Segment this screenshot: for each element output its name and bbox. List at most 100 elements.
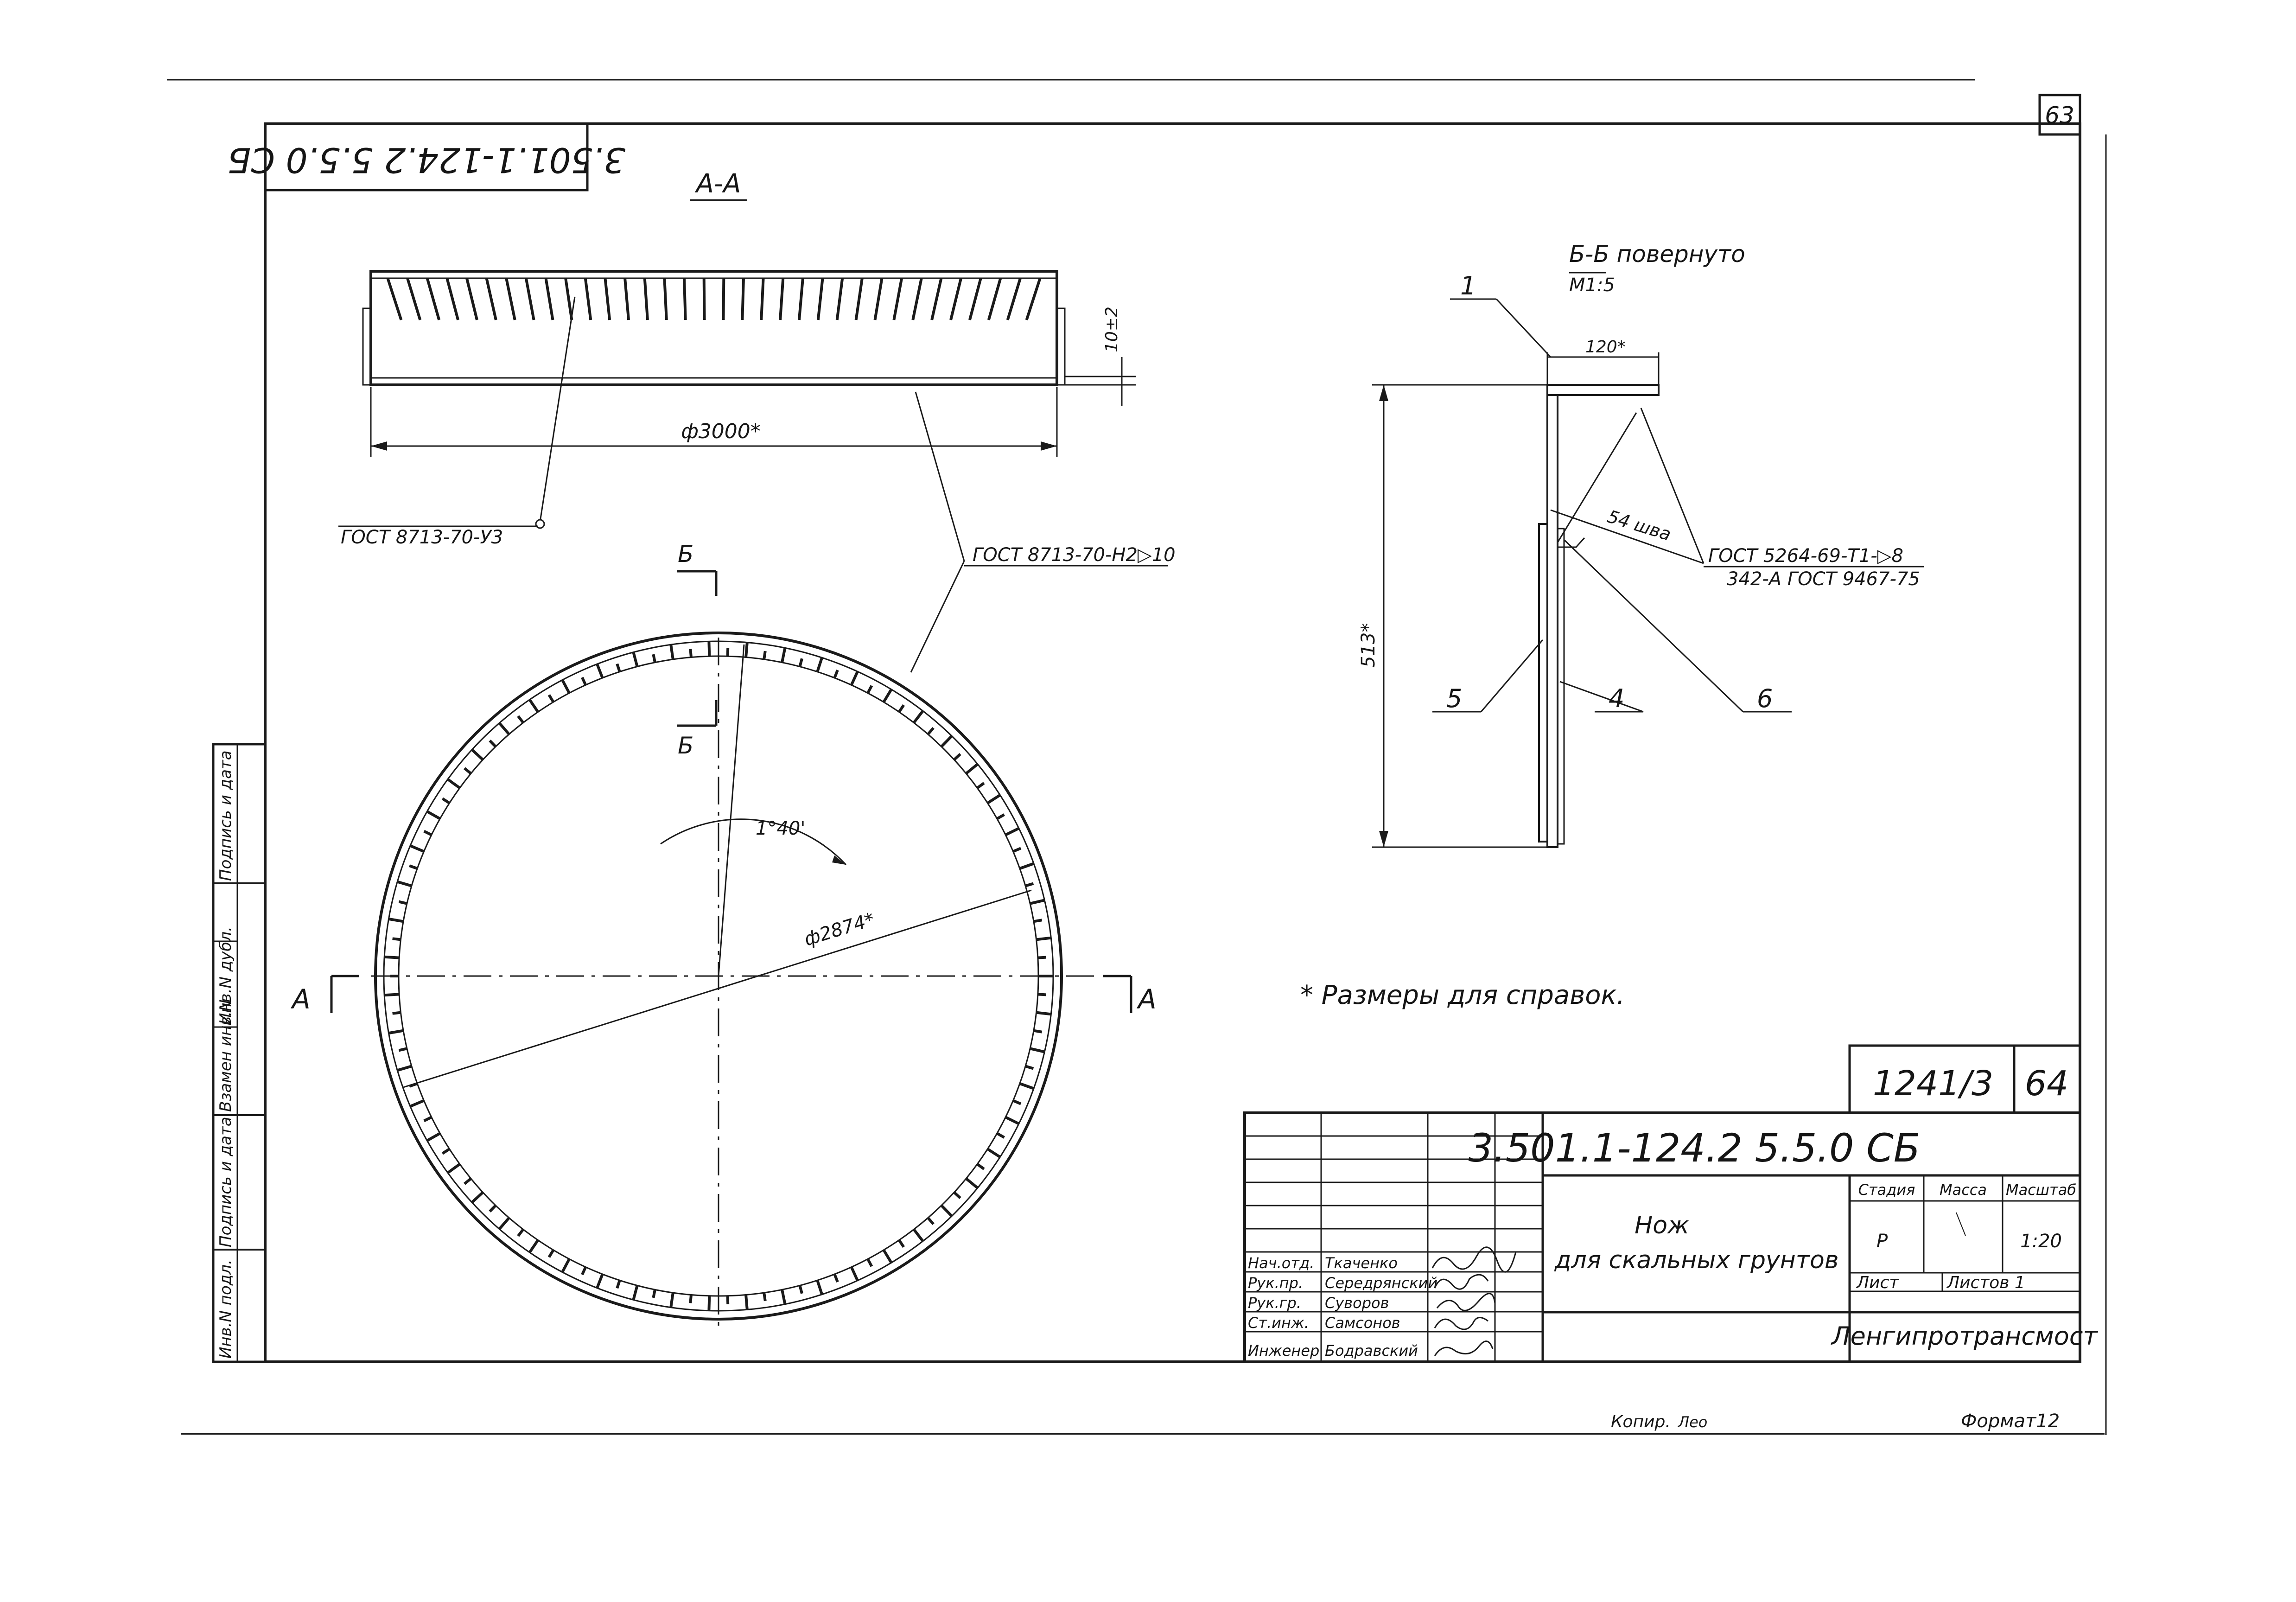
ring-tick: [392, 1011, 401, 1015]
ring-tick: [986, 1148, 1001, 1158]
section-mark-a-left: А: [290, 983, 311, 1015]
tooth-mark: [835, 278, 844, 320]
ring-tick: [965, 763, 979, 775]
callout-4: 4: [1609, 684, 1624, 713]
corner-sheet-number: 63: [2045, 102, 2074, 129]
ring-tick: [547, 1249, 555, 1258]
tooth-mark: [854, 278, 864, 320]
ring-tick: [976, 782, 985, 789]
ring-tick: [1037, 956, 1047, 959]
ring-tick: [1030, 899, 1045, 905]
side-stamp-field-4: Инв.N дубл.: [216, 926, 235, 1025]
ring-tick: [398, 900, 407, 905]
rotated-stamp-text: 3.501.1-124.2 5.5.0 СБ: [228, 140, 626, 179]
ring-tick: [816, 657, 823, 672]
tooth-mark: [702, 278, 706, 320]
ring-tick: [398, 1047, 407, 1052]
signatures: [1431, 1246, 1517, 1356]
ring-tick: [669, 644, 674, 660]
ring-tick: [1005, 827, 1020, 836]
designation: 3.501.1-124.2 5.5.0 СБ: [1469, 1125, 1921, 1171]
section-bb-title: Б-Б повернуто: [1569, 241, 1745, 268]
ring-tick: [669, 1292, 674, 1308]
page-number: 64: [2025, 1064, 2068, 1104]
ring-tick: [744, 1295, 749, 1310]
ring-tick: [652, 654, 656, 663]
footer-copied: Копир.: [1611, 1412, 1671, 1431]
ring-tick: [498, 1217, 510, 1230]
tooth-mark: [564, 278, 573, 320]
side-stamp-field-5: Подпись и дата: [216, 750, 235, 881]
tooth-mark: [930, 278, 943, 320]
ring-tick: [632, 651, 639, 667]
ring-tick: [833, 670, 839, 679]
ring-tick: [517, 1228, 525, 1237]
ring-tick: [1033, 1029, 1043, 1034]
tooth-mark: [683, 278, 687, 320]
person-name-2: Середрянский: [1325, 1274, 1437, 1292]
tooth-mark: [968, 278, 982, 320]
ring-tick: [850, 670, 859, 686]
tooth-mark: [643, 278, 649, 320]
ring-tick: [561, 1258, 571, 1273]
ring-tick: [423, 1116, 432, 1123]
plan-view: ф2874* 1°40' А А Б Б: [290, 541, 1157, 1326]
ring-tick: [471, 748, 484, 761]
tooth-mark: [892, 278, 903, 320]
footer-copied-signature: Лео: [1678, 1413, 1707, 1431]
ring-tick: [409, 864, 418, 870]
plan-angle-label: 1°40': [756, 818, 805, 839]
ring-tick: [397, 1065, 412, 1072]
tooth-mark: [797, 278, 804, 320]
ring-tick: [897, 704, 905, 713]
ring-tick: [1012, 1099, 1022, 1105]
ring-tick: [1019, 1082, 1035, 1090]
weld-note-left: ГОСТ 8713-70-У3: [341, 527, 503, 548]
tooth-mark: [873, 278, 884, 320]
ring-tick: [927, 1217, 935, 1225]
ring-tick: [632, 1285, 639, 1301]
bb-height-label: 513*: [1358, 623, 1379, 668]
col-scale: Масштаб: [2006, 1181, 2076, 1199]
tooth-mark: [623, 278, 630, 320]
ring-tick: [581, 677, 587, 686]
ring-tick: [953, 753, 961, 761]
callout-5: 5: [1446, 684, 1462, 713]
ring-tick: [897, 1239, 905, 1248]
ring-tick: [965, 1177, 979, 1189]
ring-tick: [397, 880, 412, 887]
ring-tick: [1030, 1047, 1045, 1053]
ring-tick: [976, 1163, 985, 1170]
product-name-line-1: Нож: [1635, 1212, 1689, 1239]
tooth-mark: [949, 278, 963, 320]
ring-tick: [528, 1239, 540, 1253]
person-name-3: Суворов: [1325, 1294, 1389, 1312]
tooth-mark: [760, 278, 765, 320]
ring-tick: [616, 663, 621, 672]
title-block: 1241/3 64 Нач.отд. Ткаченко Рук.пр. Сере…: [1243, 1044, 2099, 1363]
ring-tick: [1012, 847, 1022, 853]
person-name-5: Бодравский: [1325, 1342, 1418, 1359]
side-stamp-field-2: Подпись и дата: [216, 1117, 235, 1247]
ring-tick: [1005, 1116, 1020, 1125]
ring-tick: [388, 1029, 404, 1035]
rotated-stamp: 3.501.1-124.2 5.5.0 СБ: [228, 122, 626, 191]
section-bb: Б-Б повернуто М1:5 513* 120* 1 5: [1358, 241, 1924, 848]
plan-diameter-label: ф2874*: [801, 909, 877, 951]
ring-tick: [426, 810, 441, 820]
tooth-mark: [604, 278, 611, 320]
tooth-mark: [544, 278, 554, 320]
ring-tick: [441, 1148, 451, 1155]
ring-tick: [1033, 919, 1043, 923]
tooth-mark: [1025, 278, 1042, 320]
tooth-mark: [722, 278, 725, 320]
tooth-mark: [584, 278, 592, 320]
side-stamp-field-3: Взамен инв.N: [216, 1000, 235, 1112]
ring-tick: [489, 1204, 497, 1213]
col-mass: Масса: [1940, 1181, 1987, 1199]
ring-tick: [940, 1204, 953, 1217]
person-role-5: Инженер: [1248, 1342, 1319, 1359]
ring-tick: [1036, 1011, 1051, 1016]
aa-diameter-label: ф3000*: [681, 420, 761, 443]
ring-tick: [489, 740, 497, 748]
